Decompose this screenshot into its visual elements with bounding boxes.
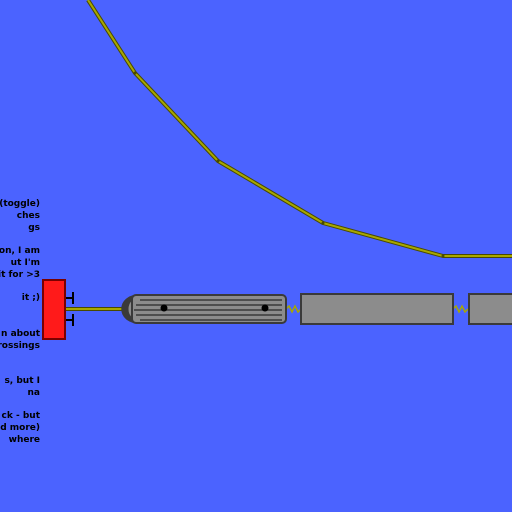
track-joint [216, 159, 220, 163]
curved-track[interactable] [86, 0, 512, 258]
note-line: where [8, 435, 40, 445]
note-line: it for >3 [0, 270, 40, 280]
note-line: ches [16, 211, 40, 221]
note-line: nd more) [0, 423, 40, 433]
note-line: na [27, 388, 40, 398]
note-line: rossings [0, 341, 40, 351]
buffer-block[interactable] [42, 279, 66, 340]
note-line: ion, I am [0, 246, 40, 256]
track-joint [441, 254, 445, 258]
coupler-spring [452, 304, 469, 314]
locomotive[interactable] [121, 294, 287, 324]
note-line: gs [28, 223, 40, 233]
note-line: ut I'm [10, 258, 40, 268]
locomotive-axle-rear [261, 304, 269, 312]
coupler-spring [285, 304, 302, 314]
note-line: (toggle) [0, 199, 40, 209]
note-line: ck - but [1, 411, 40, 421]
locomotive-body[interactable] [131, 294, 287, 324]
note-line: s, but I [4, 376, 40, 386]
wagon-2[interactable] [468, 293, 512, 325]
wagon-1[interactable] [300, 293, 454, 325]
locomotive-axle-front [160, 304, 168, 312]
track-joint [133, 71, 137, 75]
note-line: it ;) [21, 293, 40, 303]
note-line: n about [1, 329, 40, 339]
buffer-stop[interactable] [42, 279, 74, 340]
curved-track-rail [87, 0, 512, 257]
track-joint [321, 221, 325, 225]
